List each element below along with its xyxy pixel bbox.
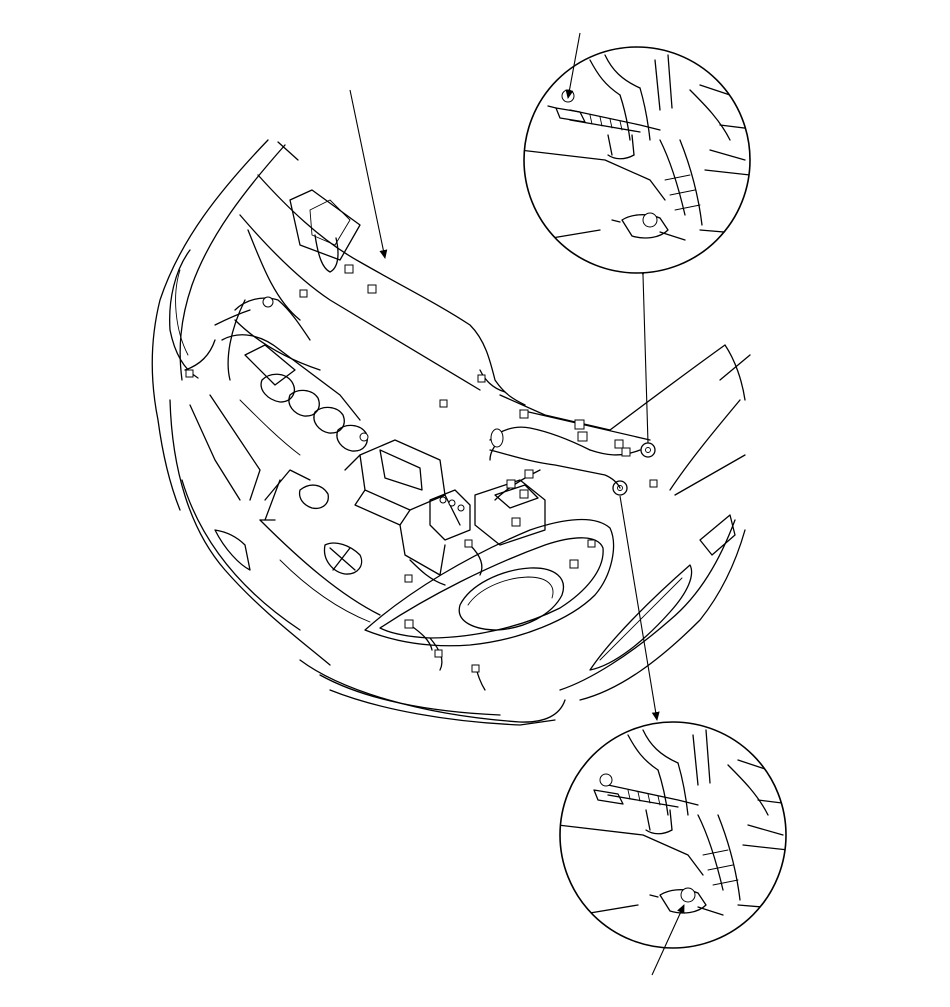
- leader-lines: [349, 89, 660, 721]
- detail-view-lower: [559, 721, 787, 976]
- vehicle-front-body: [151, 139, 751, 726]
- detail-view-upper: [523, 32, 751, 274]
- wire-harness: [184, 299, 641, 691]
- radiator-support: [234, 174, 651, 441]
- harness-connectors: [185, 264, 658, 673]
